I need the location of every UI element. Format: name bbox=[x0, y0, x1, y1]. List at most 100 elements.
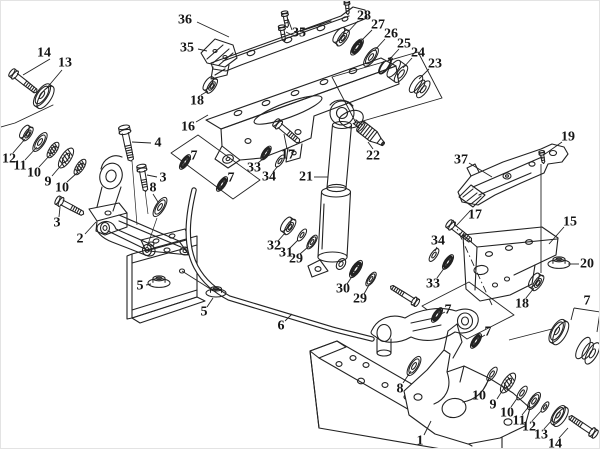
part-label-28: 28 bbox=[357, 9, 371, 24]
leader-line bbox=[346, 20, 359, 34]
leader-line bbox=[51, 162, 64, 177]
part-label-29: 29 bbox=[353, 292, 367, 307]
part-label-10: 10 bbox=[472, 389, 486, 404]
part-label-4: 4 bbox=[155, 136, 162, 151]
leader-line bbox=[387, 48, 400, 62]
leader-line bbox=[367, 141, 374, 150]
nut-5 bbox=[205, 286, 227, 298]
leader-line bbox=[402, 57, 413, 69]
leader-line bbox=[285, 31, 293, 36]
leader-line bbox=[22, 58, 51, 76]
part-label-34: 34 bbox=[262, 170, 276, 185]
part-label-11: 11 bbox=[512, 414, 525, 429]
washer-34 bbox=[428, 248, 440, 262]
leader-line bbox=[455, 210, 471, 227]
stabilizer-bar-6 bbox=[185, 187, 375, 342]
part-label-1: 1 bbox=[417, 434, 424, 449]
leader-line bbox=[402, 370, 412, 384]
nut-20 bbox=[547, 256, 571, 269]
part-label-23: 23 bbox=[428, 57, 442, 72]
bushing-7 bbox=[430, 307, 444, 323]
part-label-10: 10 bbox=[27, 166, 41, 181]
washer-29 bbox=[365, 271, 377, 287]
part-label-9: 9 bbox=[490, 398, 497, 413]
mount-bracket-35 bbox=[200, 38, 238, 80]
leader-line bbox=[510, 396, 519, 408]
part-label-7: 7 bbox=[445, 303, 452, 318]
part-label-26: 26 bbox=[384, 27, 398, 42]
part-label-36: 36 bbox=[178, 13, 192, 28]
bolt-19 bbox=[538, 149, 546, 164]
part-label-8: 8 bbox=[397, 382, 404, 397]
part-label-14: 14 bbox=[37, 46, 51, 61]
leader-line bbox=[468, 162, 493, 178]
leader-line bbox=[359, 29, 373, 43]
construction-line bbox=[452, 219, 493, 306]
part-label-7: 7 bbox=[584, 294, 591, 309]
part-label-33: 33 bbox=[247, 161, 261, 176]
washer-29 bbox=[306, 234, 318, 250]
part-label-24: 24 bbox=[411, 46, 425, 61]
leader-line bbox=[570, 307, 575, 321]
construction-line bbox=[144, 189, 149, 215]
washer-31 bbox=[296, 228, 308, 242]
leader-line bbox=[436, 266, 446, 279]
leader-line bbox=[289, 239, 299, 249]
frame-member-15 bbox=[462, 226, 559, 302]
washer-33 bbox=[441, 254, 455, 270]
leader-line bbox=[66, 171, 79, 183]
decor-lines bbox=[131, 160, 553, 341]
leader-line bbox=[363, 284, 370, 295]
bolt-3 bbox=[136, 163, 149, 192]
leader-line bbox=[299, 246, 309, 255]
bolt-29 bbox=[390, 284, 421, 308]
part-label-30: 30 bbox=[336, 282, 350, 297]
part-label-6: 6 bbox=[278, 319, 285, 334]
bushing-23 bbox=[408, 75, 431, 99]
bolt-3 bbox=[54, 195, 85, 216]
screw-top bbox=[343, 1, 351, 16]
part-label-27: 27 bbox=[371, 18, 385, 33]
shock-absorber-21 bbox=[307, 99, 355, 278]
part-label-21: 21 bbox=[299, 170, 313, 185]
washer-8 bbox=[152, 196, 168, 218]
leader-line bbox=[482, 378, 490, 391]
part-label-32: 32 bbox=[267, 239, 281, 254]
bolt-35 bbox=[280, 10, 289, 28]
construction-line bbox=[131, 160, 138, 226]
part-label-29: 29 bbox=[289, 252, 303, 267]
leader-line bbox=[200, 90, 209, 96]
leader-line bbox=[418, 68, 430, 80]
part-label-5: 5 bbox=[137, 279, 144, 294]
leader-line bbox=[196, 21, 230, 38]
leader-line bbox=[544, 141, 563, 155]
leader-line bbox=[45, 69, 63, 90]
part-label-9: 9 bbox=[45, 175, 52, 190]
leader-line bbox=[145, 283, 152, 286]
leader-line bbox=[596, 315, 599, 333]
leader-line bbox=[346, 274, 354, 285]
leader-line bbox=[131, 141, 152, 144]
part-label-19: 19 bbox=[561, 130, 575, 145]
panel-bushings-left bbox=[170, 134, 261, 200]
bushing-10 bbox=[46, 141, 60, 159]
leader-line bbox=[146, 174, 158, 178]
part-label-22: 22 bbox=[366, 149, 380, 164]
leader-line bbox=[496, 387, 505, 400]
bushing-7 bbox=[548, 318, 570, 346]
air-fitting-22 bbox=[352, 119, 385, 147]
bolt-14 bbox=[8, 68, 38, 94]
leader-line bbox=[284, 313, 293, 322]
channel-bracket-left bbox=[126, 228, 206, 324]
washer-13 bbox=[550, 404, 569, 428]
bolt-14 bbox=[568, 415, 599, 439]
washer-10 bbox=[516, 385, 528, 401]
anchor-bracket-1 bbox=[403, 323, 531, 445]
washer-11 bbox=[32, 132, 48, 152]
nut-12 bbox=[19, 124, 34, 142]
bolt-35 bbox=[277, 24, 286, 42]
leader-line bbox=[548, 226, 565, 245]
link-bracket-2 bbox=[88, 155, 191, 256]
mounting-plate-37 bbox=[457, 143, 569, 208]
